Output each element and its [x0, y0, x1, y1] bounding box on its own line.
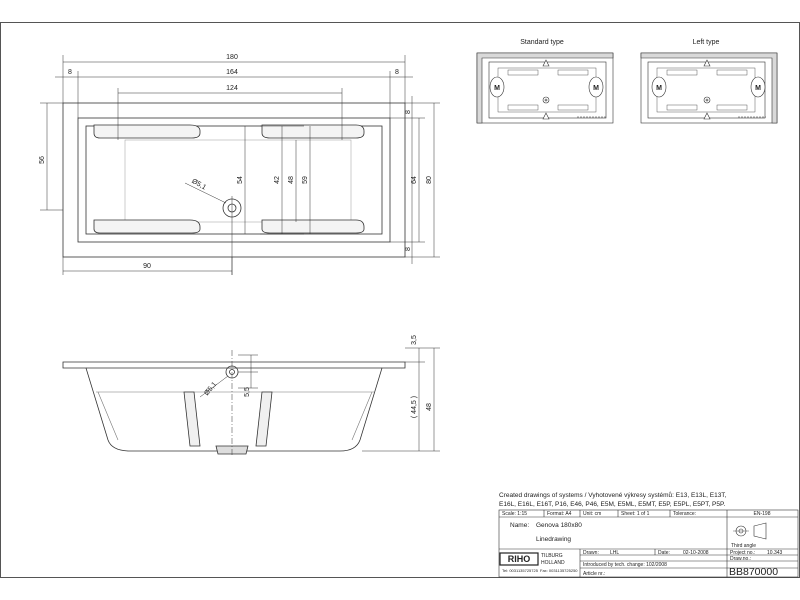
tb-introduced: Introduced by tech. change: 102/2008: [583, 562, 667, 568]
tb-sheet: Sheet: 1 of 1: [621, 511, 650, 517]
grip-bottom-right: [261, 219, 365, 234]
tb-drawno-label: Draw.no.:: [730, 556, 751, 562]
dim-3-5: 3,5: [411, 335, 418, 345]
dim-5-5: 5,5: [244, 387, 251, 397]
dia-leader: [184, 182, 227, 204]
tb-drawno-value: BB870000: [729, 566, 778, 578]
tb-unit: Unit: cm: [583, 511, 601, 517]
tb-standard: EN-198: [754, 511, 771, 517]
logo-text: RIHO: [508, 554, 531, 564]
dim-8-right-bottom: 8: [405, 247, 412, 251]
dim-90: 90: [143, 263, 151, 270]
plan-dimension-lines: [40, 55, 440, 275]
motor-icon-standard-right: M: [593, 85, 599, 92]
tb-city: TILBURG: [541, 553, 563, 559]
plan-dimension-labels: 180 164 124 8 8 56 54 42 48 59 64 80 8 8…: [39, 54, 433, 270]
dim-54: 54: [237, 176, 244, 184]
variant-standard: Standard type M M: [476, 39, 614, 124]
tb-project-value: 10.343: [767, 550, 783, 556]
tub-section-outline: [62, 361, 406, 452]
tb-drawn-value: LHL: [610, 550, 619, 556]
tb-subtitle: Linedrawing: [536, 536, 571, 543]
dim-8-right-top: 8: [405, 110, 412, 114]
dim-8-top-right: 8: [395, 69, 399, 76]
tb-scale: Scale: 1:15: [502, 511, 527, 517]
support-left: [183, 391, 201, 447]
created-systems-line-2: E16L, E16L, E16T, P16, E46, P46, E5M, E5…: [499, 501, 726, 508]
tb-date-label: Date:: [658, 550, 670, 556]
tb-name-label: Name:: [510, 522, 529, 529]
tb-tolerance: Tolerance:: [673, 511, 696, 517]
inner-basin-right: [351, 391, 373, 441]
inner-basin-left: [97, 391, 119, 441]
dim-64: 64: [411, 176, 418, 184]
tub-inner-rim: [77, 117, 391, 243]
tb-date-value: 02-10-2008: [683, 550, 709, 556]
tb-format: Format: A4: [547, 511, 572, 517]
standard-type-label: Standard type: [520, 39, 564, 46]
dim-44-5: ( 44,5 ): [411, 396, 418, 418]
motor-icon-standard-left: M: [494, 85, 500, 92]
variant-left: Left type M M: [640, 39, 778, 124]
dim-48-section: 48: [426, 403, 433, 411]
tb-article-label: Article nr.:: [583, 571, 605, 577]
tb-name-value: Genova 180x80: [536, 522, 582, 529]
dim-48: 48: [288, 176, 295, 184]
dim-124: 124: [226, 85, 238, 92]
support-right: [255, 391, 273, 447]
tb-country: HOLLAND: [541, 560, 565, 566]
plan-view: [62, 102, 406, 275]
grip-top-left: [93, 124, 201, 139]
section-view: [62, 350, 406, 455]
dim-180: 180: [226, 54, 238, 61]
dim-164: 164: [226, 69, 238, 76]
tb-fax: Fax: 0031135725250: [540, 568, 578, 573]
left-type-label: Left type: [693, 39, 720, 46]
grip-top-right: [261, 124, 365, 139]
title-block: Created drawings of systems / Vyhotovené…: [498, 491, 799, 578]
dim-8-top-left: 8: [68, 69, 72, 76]
section-dimension-lines: [199, 347, 440, 452]
created-systems-line-1: Created drawings of systems / Vyhotovené…: [499, 491, 727, 499]
dim-42: 42: [274, 176, 281, 184]
tb-projection: Third angle: [731, 543, 756, 549]
tb-project-label: Project no.:: [730, 550, 755, 556]
dim-80: 80: [426, 176, 433, 184]
dim-56: 56: [39, 156, 46, 164]
motor-icon-left-left: M: [656, 85, 662, 92]
third-angle-projection-icon: [733, 522, 767, 540]
tb-phone: Tel: 0031135725725: [502, 568, 539, 573]
tub-floor: [124, 139, 352, 223]
tb-drawn-label: Drawn:: [583, 550, 599, 556]
motor-icon-left-right: M: [755, 85, 761, 92]
riho-logo: RIHO: [499, 552, 539, 566]
grip-bottom-left: [93, 219, 201, 234]
tub-basin: [85, 125, 383, 235]
dim-59: 59: [302, 176, 309, 184]
